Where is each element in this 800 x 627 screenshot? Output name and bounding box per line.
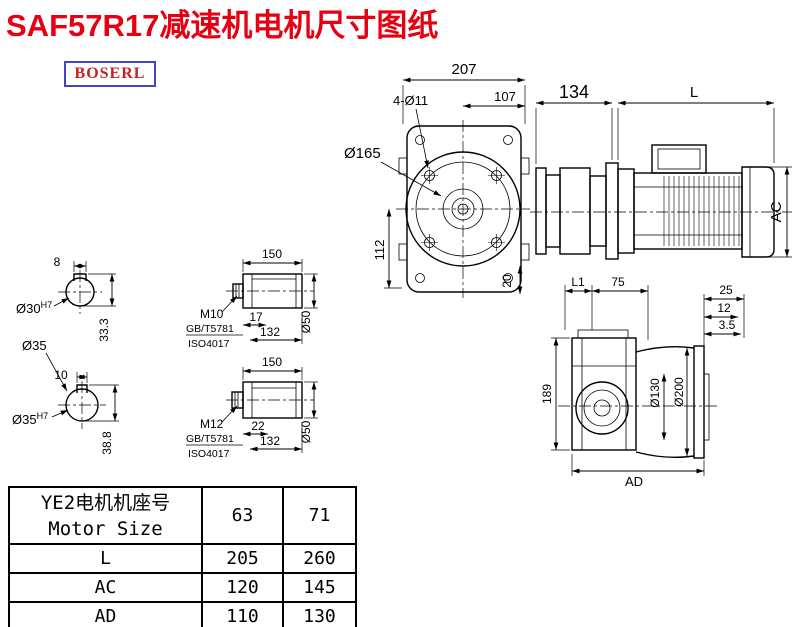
boserl-logo: BOSERL — [64, 61, 156, 87]
dim-22-label: 22 — [251, 419, 265, 433]
standard-iso-bottom-label: ISO4017 — [188, 448, 230, 460]
table-row-L: L 205 260 — [8, 543, 357, 574]
thread-M12-label: M12 — [200, 417, 224, 431]
table-row-AD: AD 110 130 — [8, 601, 357, 627]
dim-4xO11-label: 4-Ø11 — [393, 93, 428, 108]
motor-size-table: YE2电机机座号 Motor Size 63 71 L 205 260 AC 1… — [8, 486, 357, 627]
dim-L-label: L — [690, 84, 698, 101]
standard-gb-top-label: GB/T5781 — [186, 323, 234, 335]
dim-132-bottom-label: 132 — [260, 434, 280, 448]
dim-O30H7-label: Ø30H7 — [16, 300, 52, 316]
table-header-row: YE2电机机座号 Motor Size 63 71 — [8, 486, 357, 545]
size-col-71: 71 — [282, 486, 357, 545]
row-label: AD — [8, 601, 203, 627]
dim-O35H7-label: Ø35H7 — [12, 411, 48, 427]
dim-O130-label: Ø130 — [648, 378, 662, 408]
row-value: 130 — [282, 601, 357, 627]
dim-key8-label: 8 — [54, 255, 61, 269]
dim-38-8-label: 38.8 — [100, 431, 114, 455]
motor-side-view-geometry — [530, 144, 792, 260]
bore-view-bottom: 10 Ø35 Ø35H7 38.8 — [12, 338, 119, 455]
row-value: 205 — [201, 543, 284, 574]
row-label: AC — [8, 572, 203, 603]
row-label: L — [8, 543, 203, 574]
dim-3-5-label: 3.5 — [719, 318, 736, 332]
output-side-view-dimensions: L1 75 25 12 3.5 189 Ø130 Ø200 AD — [540, 275, 745, 489]
size-col-63: 63 — [201, 486, 284, 545]
dim-134-label: 134 — [559, 82, 589, 102]
table-row-AC: AC 120 145 — [8, 572, 357, 603]
dim-O50-top-label: Ø50 — [299, 310, 313, 333]
standard-gb-bottom-label: GB/T5781 — [186, 433, 234, 445]
front-view-dimensions: 207 107 4-Ø11 Ø165 112 20 — [344, 61, 526, 294]
table-header-cell: YE2电机机座号 Motor Size — [8, 486, 203, 545]
dim-AC-label: AC — [768, 201, 785, 222]
header-en: Motor Size — [48, 517, 163, 540]
row-value: 110 — [201, 601, 284, 627]
output-side-view-geometry — [558, 329, 718, 459]
dim-150-top-label: 150 — [262, 247, 282, 261]
dim-107-label: 107 — [494, 89, 516, 104]
dim-33-3-label: 33.3 — [97, 318, 111, 342]
dim-75-label: 75 — [611, 275, 625, 289]
row-value: 145 — [282, 572, 357, 603]
dim-O35-label: Ø35 — [22, 338, 47, 353]
dim-207-label: 207 — [451, 61, 476, 78]
dim-189-label: 189 — [540, 384, 554, 404]
bore-view-top: 8 Ø30H7 33.3 — [16, 255, 116, 342]
standard-iso-top-label: ISO4017 — [188, 338, 230, 350]
dim-AD-label: AD — [625, 474, 643, 489]
row-value: 260 — [282, 543, 357, 574]
dim-key10-label: 10 — [54, 368, 68, 382]
shaft-detail-bottom: 150 M12 GB/T5781 ISO4017 22 132 Ø50 — [186, 355, 318, 460]
front-view-geometry — [396, 120, 530, 298]
dim-O50-bottom-label: Ø50 — [299, 420, 313, 443]
header-cn: YE2电机机座号 — [40, 491, 171, 514]
dim-20-label: 20 — [500, 274, 514, 288]
motor-dimensions: 134 L AC — [535, 82, 792, 258]
dim-L1-label: L1 — [571, 275, 585, 289]
shaft-detail-top: 150 M10 GB/T5781 ISO4017 17 132 Ø50 — [186, 247, 318, 350]
dim-O165-label: Ø165 — [344, 145, 381, 162]
dim-17-label: 17 — [249, 310, 263, 324]
dim-150-bottom-label: 150 — [262, 355, 282, 369]
row-value: 120 — [201, 572, 284, 603]
dim-112-label: 112 — [372, 240, 387, 261]
dim-12-label: 12 — [717, 301, 731, 315]
dim-132-top-label: 132 — [260, 325, 280, 339]
page-title: SAF57R17减速机电机尺寸图纸 — [6, 8, 439, 43]
dim-25-label: 25 — [719, 283, 733, 297]
dim-O200-label: Ø200 — [672, 377, 686, 407]
thread-M10-label: M10 — [200, 307, 224, 321]
